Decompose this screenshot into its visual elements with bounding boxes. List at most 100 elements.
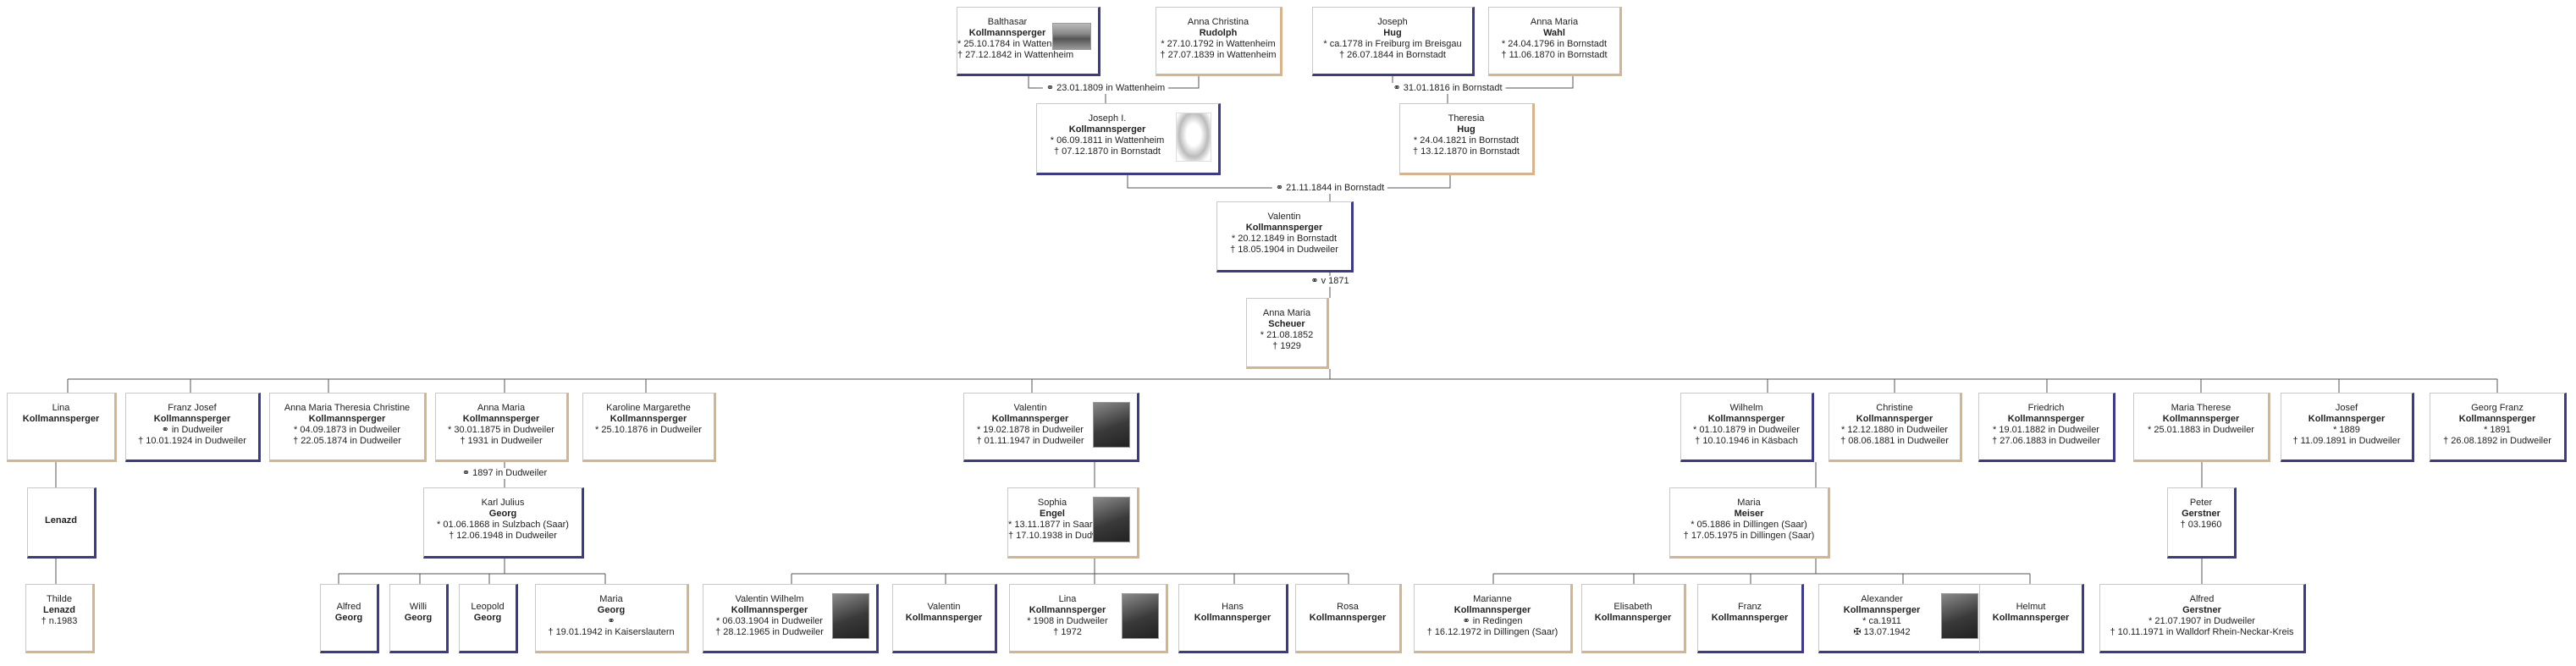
person-last-name: Kollmannsperger <box>462 414 540 424</box>
person-life-event: † 18.05.1904 in Dudweiler <box>1230 245 1338 255</box>
person-first-name: Theresia <box>1448 113 1485 124</box>
person-first-name: Elisabeth <box>1613 602 1652 612</box>
person-life-event: † 03.1960 <box>2180 520 2222 530</box>
person-life-event: * 21.07.1907 in Dudweiler <box>2149 616 2255 626</box>
person-life-event: * 1889 <box>2333 425 2360 435</box>
person-life-event: * ca.1778 in Freiburg im Breisgau <box>1323 39 1462 49</box>
person-first-name: Maria <box>599 594 623 604</box>
person-life-event: * 13.11.1877 in Saarlouis <box>1008 520 1112 530</box>
person-last-name: Kollmannsperger <box>905 613 983 623</box>
marriage-label: ⚭ 23.01.1809 in Wattenheim <box>1042 83 1169 94</box>
person-last-name: Georg <box>488 509 517 519</box>
person-life-event: * 01.10.1879 in Dudweiler <box>1693 425 1800 435</box>
person-last-name: Kollmannsperger <box>1029 605 1106 615</box>
person-life-event: † n.1983 <box>41 616 78 626</box>
person-life-event: ✠ 13.07.1942 <box>1853 627 1911 637</box>
person-last-name: Engel <box>1040 509 1065 519</box>
person-first-name: Valentin <box>1013 403 1047 413</box>
person-life-event: * 25.10.1784 in Wattenheim <box>957 39 1073 49</box>
person-first-name: Alfred <box>2189 594 2215 604</box>
person-first-name: Anna Maria <box>1530 17 1579 27</box>
person-life-event: * 25.10.1876 in Dudweiler <box>595 425 702 435</box>
person-last-name: Kollmannsperger <box>1594 613 1672 623</box>
person-first-name: Alfred <box>336 602 361 612</box>
person-last-name: Gerstner <box>2182 509 2220 519</box>
person-life-event: † 07.12.1870 in Bornstadt <box>1054 146 1161 157</box>
person-last-name: Kollmannsperger <box>731 605 808 615</box>
person-life-event: † 17.05.1975 in Dillingen (Saar) <box>1683 531 1815 541</box>
person-life-event: † 28.12.1965 in Dudweiler <box>715 627 824 637</box>
person-first-name: Anna Christina <box>1187 17 1249 27</box>
person-first-name: Karl Julius <box>481 498 525 508</box>
person-first-name: Hans <box>1222 602 1244 612</box>
person-card-lenazd[interactable]: Lenazd <box>27 487 97 559</box>
person-last-name: Kollmannsperger <box>1453 605 1531 615</box>
person-life-event: † 10.11.1971 in Walldorf Rhein-Neckar-Kr… <box>2110 627 2294 637</box>
landscape-photo <box>1052 23 1091 50</box>
person-life-event: † 13.12.1870 in Bornstadt <box>1413 146 1520 157</box>
person-card-joseph-i[interactable]: Joseph I.Kollmannsperger* 06.09.1811 in … <box>1036 103 1221 175</box>
person-life-event: † 1972 <box>1053 627 1082 637</box>
person-first-name: Peter <box>2189 498 2213 508</box>
person-first-name: Anna Maria <box>477 403 526 413</box>
person-last-name: Kollmannsperger <box>308 414 386 424</box>
person-first-name: Balthasar <box>987 17 1028 27</box>
person-last-name: Kollmannsperger <box>1194 613 1271 623</box>
person-first-name: Helmut <box>2016 602 2046 612</box>
person-life-event: † 26.08.1892 in Dudweiler <box>2443 436 2551 446</box>
marriage-label: ⚭ 1897 in Dudweiler <box>458 468 551 479</box>
person-first-name: Thilde <box>47 594 72 604</box>
person-last-name: Georg <box>334 613 363 623</box>
person-life-event: * 1891 <box>2484 425 2511 435</box>
person-life-event: † 27.06.1883 in Dudweiler <box>1992 436 2100 446</box>
person-life-event: † 01.11.1947 in Dudweiler <box>976 436 1084 446</box>
person-life-event: * 05.1886 in Dillingen (Saar) <box>1691 520 1807 530</box>
person-life-event: † 08.06.1881 in Dudweiler <box>1840 436 1949 446</box>
person-life-event: † 16.12.1972 in Dillingen (Saar) <box>1426 627 1558 637</box>
person-last-name: Gerstner <box>2182 605 2221 615</box>
person-life-event: * 25.01.1883 in Dudweiler <box>2148 425 2254 435</box>
person-last-name: Kollmannsperger <box>1309 613 1387 623</box>
person-life-event: † 1929 <box>1272 341 1301 351</box>
person-life-event: † 10.01.1924 in Dudweiler <box>138 436 246 446</box>
